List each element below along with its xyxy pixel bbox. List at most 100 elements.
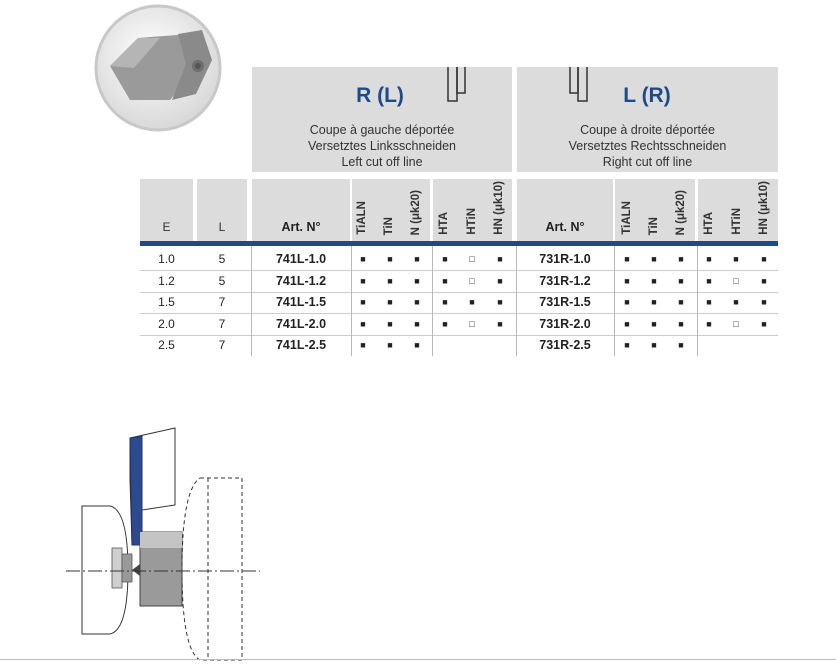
- availability-mark: ■: [497, 254, 503, 264]
- insert-thumbnail-image: [94, 4, 222, 132]
- coating-left-hn: HN (μk10): [493, 181, 505, 235]
- table-cell-e: 1.5: [158, 295, 175, 309]
- availability-mark: ■: [387, 340, 393, 350]
- availability-mark: ■: [733, 297, 739, 307]
- availability-mark: ■: [387, 275, 393, 286]
- header-left-line-de: Versetztes Linksschneiden: [307, 139, 456, 153]
- coating-left-tin: TiN: [383, 216, 395, 235]
- availability-mark: ■: [414, 254, 420, 264]
- header-left-block: [252, 67, 512, 172]
- availability-mark: ■: [414, 340, 420, 350]
- colhead-left-art-block: [252, 179, 350, 241]
- colhead-right-coatings2-block: [698, 179, 778, 241]
- separator-left-coat2: [432, 246, 433, 356]
- header-right-title: L (R): [623, 84, 671, 107]
- table-cell-l: 5: [218, 273, 226, 288]
- cut-off-technical-drawing: [66, 427, 260, 661]
- column-header-l: L: [218, 220, 226, 234]
- header-left-description: Coupe à gauche déportée Versetztes Links…: [252, 122, 512, 170]
- header-left-line-en: Left cut off line: [341, 155, 423, 169]
- availability-mark: ■: [360, 275, 366, 286]
- table-cell-e: 2.0: [158, 316, 175, 331]
- availability-mark: ■: [761, 297, 767, 307]
- availability-mark: □: [733, 318, 739, 329]
- table-cell-e: 1.0: [158, 252, 175, 266]
- colhead-left-coatings1-block: [352, 179, 430, 241]
- availability-mark: ■: [414, 297, 420, 307]
- coating-left-htin: HTiN: [466, 208, 478, 235]
- table-cell-right-art: 731R-1.5: [539, 295, 591, 309]
- availability-mark: ■: [706, 318, 712, 329]
- column-header-e: E: [162, 220, 171, 234]
- availability-mark: ■: [414, 275, 420, 286]
- separator-right-art: [516, 246, 517, 356]
- coating-right-n: N (μk20): [675, 189, 687, 235]
- availability-mark: ■: [497, 275, 503, 286]
- column-header-right-art: Art. N°: [545, 220, 585, 234]
- column-header-left-art: Art. N°: [281, 220, 321, 234]
- availability-mark: ■: [733, 254, 739, 264]
- header-right-line-fr: Coupe à droite déportée: [580, 123, 715, 137]
- separator-left-art: [251, 246, 252, 356]
- table-cell-right-art: 731R-2.5: [539, 338, 591, 352]
- availability-mark: ■: [678, 254, 684, 264]
- table-cell-l: 7: [218, 316, 226, 331]
- coating-right-tialn: TiALN: [621, 201, 633, 235]
- availability-mark: ■: [624, 254, 630, 264]
- availability-mark: ■: [442, 254, 448, 264]
- availability-mark: ■: [387, 318, 393, 329]
- availability-mark: ■: [624, 318, 630, 329]
- header-left-line-fr: Coupe à gauche déportée: [309, 123, 455, 137]
- availability-mark: ■: [651, 254, 657, 264]
- coating-left-n: N (μk20): [410, 189, 422, 235]
- availability-mark: ■: [761, 318, 767, 329]
- availability-mark: ■: [442, 297, 448, 307]
- availability-mark: ■: [706, 275, 712, 286]
- coating-right-htin: HTiN: [731, 208, 743, 235]
- availability-mark: ■: [360, 318, 366, 329]
- separator-right-coat2: [697, 246, 698, 356]
- row-divider: [140, 313, 778, 314]
- coating-right-tin: TiN: [648, 216, 660, 235]
- availability-mark: ■: [414, 318, 420, 329]
- table-cell-left-art: 741L-2.0: [275, 316, 327, 331]
- table-cell-right-art: 731R-1.2: [539, 273, 591, 288]
- availability-mark: ■: [497, 318, 503, 329]
- table-cell-right-art: 731R-2.0: [539, 316, 591, 331]
- header-left-title: R (L): [356, 84, 404, 107]
- availability-mark: ■: [360, 254, 366, 264]
- availability-mark: ■: [497, 297, 503, 307]
- availability-mark: ■: [624, 340, 630, 350]
- row-divider: [140, 291, 778, 293]
- availability-mark: ■: [761, 275, 767, 286]
- left-cut-tool-icon: [447, 67, 466, 102]
- header-accent-bar: [140, 241, 778, 246]
- availability-mark: ■: [360, 340, 366, 350]
- row-divider: [140, 334, 778, 336]
- header-right-block: [517, 67, 778, 172]
- row-divider: [140, 270, 778, 271]
- table-cell-e: 2.5: [158, 338, 175, 352]
- availability-mark: ■: [442, 318, 448, 329]
- coating-right-hta: HTA: [703, 212, 715, 235]
- table-cell-left-art: 741L-1.5: [275, 295, 327, 309]
- table-cell-right-art: 731R-1.0: [539, 252, 591, 266]
- availability-mark: ■: [678, 297, 684, 307]
- availability-mark: ■: [360, 297, 366, 307]
- header-right-line-de: Versetztes Rechtsschneiden: [568, 139, 727, 153]
- separator-left-coat1: [351, 246, 352, 356]
- availability-mark: ■: [469, 297, 475, 307]
- availability-mark: ■: [651, 297, 657, 307]
- colhead-right-coatings1-block: [615, 179, 695, 241]
- availability-mark: ■: [624, 297, 630, 307]
- table-cell-left-art: 741L-2.5: [275, 338, 327, 352]
- table-cell-e: 1.2: [158, 273, 175, 288]
- availability-mark: ■: [651, 340, 657, 350]
- page-bottom-rule: [0, 659, 836, 660]
- coating-left-hta: HTA: [438, 212, 450, 235]
- coating-left-tialn: TiALN: [356, 201, 368, 235]
- availability-mark: ■: [651, 318, 657, 329]
- availability-mark: ■: [706, 297, 712, 307]
- availability-mark: ■: [678, 340, 684, 350]
